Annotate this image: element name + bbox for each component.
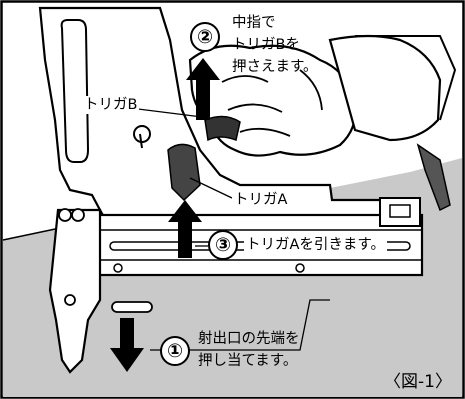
step-2-number: ②: [190, 22, 220, 52]
step-1-line-1: 射出口の先端を: [198, 331, 300, 347]
leader-trigger-a: [189, 177, 233, 199]
nose-bolt-2: [71, 208, 85, 222]
finger-lines: [221, 69, 323, 137]
arrow-down-step1: [110, 318, 144, 372]
step-2-line-1: 中指で: [232, 15, 276, 31]
arrow-up-step3: [168, 200, 202, 258]
step-2-line-2: トリガBを: [232, 37, 300, 53]
latch-window: [389, 204, 411, 218]
rear-cap: [416, 143, 451, 212]
hand-outline: [355, 35, 457, 121]
trigger-b-label: トリガB: [82, 96, 140, 114]
nose-column: [48, 208, 102, 374]
trigger-a: [167, 143, 201, 202]
nose-bolt-3: [64, 294, 76, 306]
trigger-b: [204, 115, 241, 142]
step-3-line-1: トリガAを引きます。: [244, 236, 387, 254]
step-1-number: ①: [160, 336, 190, 366]
body-hole-slot: [139, 133, 143, 149]
trigger-a-label: トリガA: [232, 191, 290, 209]
leader-step1: [150, 299, 330, 351]
magazine-screw-1: [113, 263, 123, 273]
nose-slot: [111, 301, 153, 313]
grip-slot: [60, 19, 90, 163]
arrow-up-step2: [186, 58, 220, 120]
step-2-line-3: 押さえます。: [232, 59, 318, 75]
magazine-screw-2: [295, 263, 305, 273]
figure-caption: 〈図-1〉: [384, 372, 452, 392]
body-hole: [133, 125, 151, 143]
work-surface-edge: [2, 227, 61, 241]
step-3-number: ③: [208, 230, 238, 260]
step-1-line-2: 押し当てます。: [198, 353, 298, 369]
nose-bolt-1: [58, 208, 72, 222]
